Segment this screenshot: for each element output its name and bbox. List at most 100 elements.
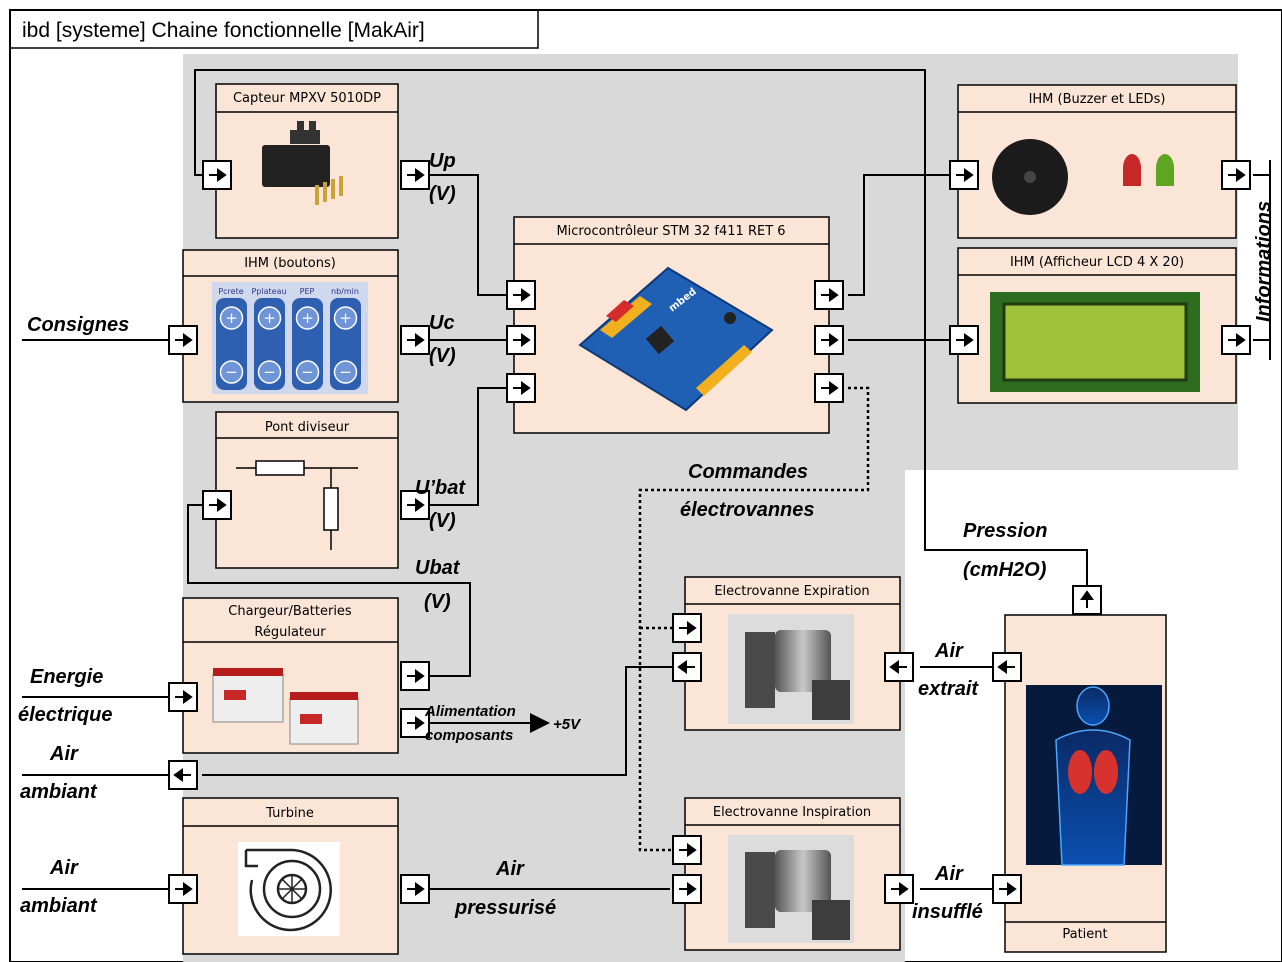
port-pont-in [202,490,232,520]
stm32-board-image: mbed [578,266,774,412]
label-air-insuffle-2: insufflé [912,901,983,923]
label-informations: Informations [1253,201,1275,322]
label-alim-2: composants [425,727,513,744]
buttons-panel-image: Pcrete+−Pplateau+−PEP+−nb/min+− [212,282,368,394]
patient-body-image [1026,685,1162,866]
label-energie-1: Energie [30,666,103,688]
block-ihm-boutons: IHM (boutons) Pcrete+−Pplateau+−PEP+−nb/… [182,249,399,403]
pressure-sensor-image [262,121,343,205]
command-lines [638,386,870,852]
block-title-lcd: IHM (Afficheur LCD 4 X 20) [1010,255,1184,270]
label-commandes-2: électrovannes [680,499,815,521]
button-column: Pcrete + − [216,287,247,390]
voltage-divider-schematic [236,460,358,550]
block-turbine: Turbine [182,797,399,955]
wire-ubat-prime [417,387,506,506]
svg-text:−: − [225,363,238,381]
port-chargeur-in [168,682,198,712]
port-ev-exp-cmd [672,613,702,643]
port-ev-exp-out [672,652,702,682]
label-up-2: (V) [429,183,456,205]
svg-text:+: + [301,309,314,327]
block-title-ev-exp: Electrovanne Expiration [714,584,869,599]
block-title-capteur: Capteur MPXV 5010DP [233,91,381,106]
port-turbine-in [168,874,198,904]
block-ihm-buzzer: IHM (Buzzer et LEDs) [957,84,1237,239]
port-micro-in-uc [506,325,536,355]
turbine-icon [238,842,340,936]
button-column-label: nb/min [331,287,359,296]
wire-expiration-out [202,666,673,776]
port-patient-out-pression [1072,585,1102,615]
block-electrovanne-inspiration: Electrovanne Inspiration [684,797,901,951]
block-patient: Patient [1004,614,1167,953]
label-air-ambiant-1b: ambiant [20,781,98,803]
port-boutons-in [168,325,198,355]
block-title-chargeur-1: Chargeur/Batteries [228,604,352,619]
port-patient-out-extrait [992,652,1022,682]
block-title-buzzer: IHM (Buzzer et LEDs) [1029,92,1166,107]
flow-lines [22,69,1271,890]
batteries-image [212,668,359,745]
label-air-ambiant-2a: Air [49,857,79,879]
button-column-label: Pcrete [218,287,243,296]
port-ev-exp-in [884,652,914,682]
label-energie-2: électrique [18,704,112,726]
buzzer-leds-image [992,139,1174,215]
label-ubat-2: (V) [424,591,451,613]
port-micro-out-buzzer [814,280,844,310]
port-lcd-in [949,325,979,355]
label-ubat-1: Ubat [415,557,461,579]
wire-pression [194,69,1088,598]
port-ev-insp-in [672,874,702,904]
port-buzzer-out [1221,160,1251,190]
port-boutons-out [400,325,430,355]
block-title-ihm-boutons: IHM (boutons) [244,256,336,271]
block-title-turbine: Turbine [265,806,314,821]
svg-text:+: + [263,309,276,327]
label-air-extrait-1: Air [934,640,964,662]
port-buzzer-in [949,160,979,190]
button-column: Pplateau+− [251,287,287,390]
port-turbine-out [400,874,430,904]
label-air-pressurise-2: pressurisé [454,897,556,919]
button-column: PEP + − [292,287,323,390]
wire-up [417,174,506,296]
svg-text:+: + [339,309,352,327]
ports [168,160,1251,904]
port-micro-out-cmd [814,373,844,403]
frame-title: ibd [systeme] Chaine fonctionnelle [MakA… [22,19,425,42]
lcd-display-image [990,292,1200,392]
block-title-chargeur-2: Régulateur [254,625,326,640]
wire-ubat [187,504,471,677]
block-title-micro: Microcontrôleur STM 32 f411 RET 6 [556,224,785,239]
block-pont-diviseur: Pont diviseur [215,411,399,569]
block-title-patient: Patient [1062,927,1107,942]
block-ihm-lcd: IHM (Afficheur LCD 4 X 20) [957,247,1237,404]
valve-image-inspiration [728,835,854,943]
port-ev-insp-out [884,874,914,904]
label-air-insuffle-1: Air [934,863,964,885]
label-plus5v: +5V [553,716,582,733]
label-air-ambiant-1a: Air [49,743,79,765]
label-pression-2: (cmH2O) [963,559,1047,581]
label-air-extrait-2: extrait [918,678,979,700]
svg-text:−: − [339,363,352,381]
block-title-ev-insp: Electrovanne Inspiration [713,805,871,820]
port-capteur-in [202,160,232,190]
block-chargeur: Chargeur/Batteries Régulateur [182,597,399,754]
svg-text:+: + [225,309,238,327]
label-commandes-1: Commandes [688,461,808,483]
button-column-label: Pplateau [251,287,286,296]
button-column-label: PEP [300,287,315,296]
port-chargeur-out-ubat [400,661,430,691]
svg-text:−: − [301,363,314,381]
label-consignes: Consignes [27,314,129,336]
label-pression-1: Pression [963,520,1047,542]
wire-buzzer [848,174,950,296]
block-capteur: Capteur MPXV 5010DP [215,83,399,239]
port-capteur-out [400,160,430,190]
label-uc-1: Uc [429,312,455,334]
button-column: nb/min + − [330,287,361,390]
label-alim-1: Alimentation [424,703,516,720]
